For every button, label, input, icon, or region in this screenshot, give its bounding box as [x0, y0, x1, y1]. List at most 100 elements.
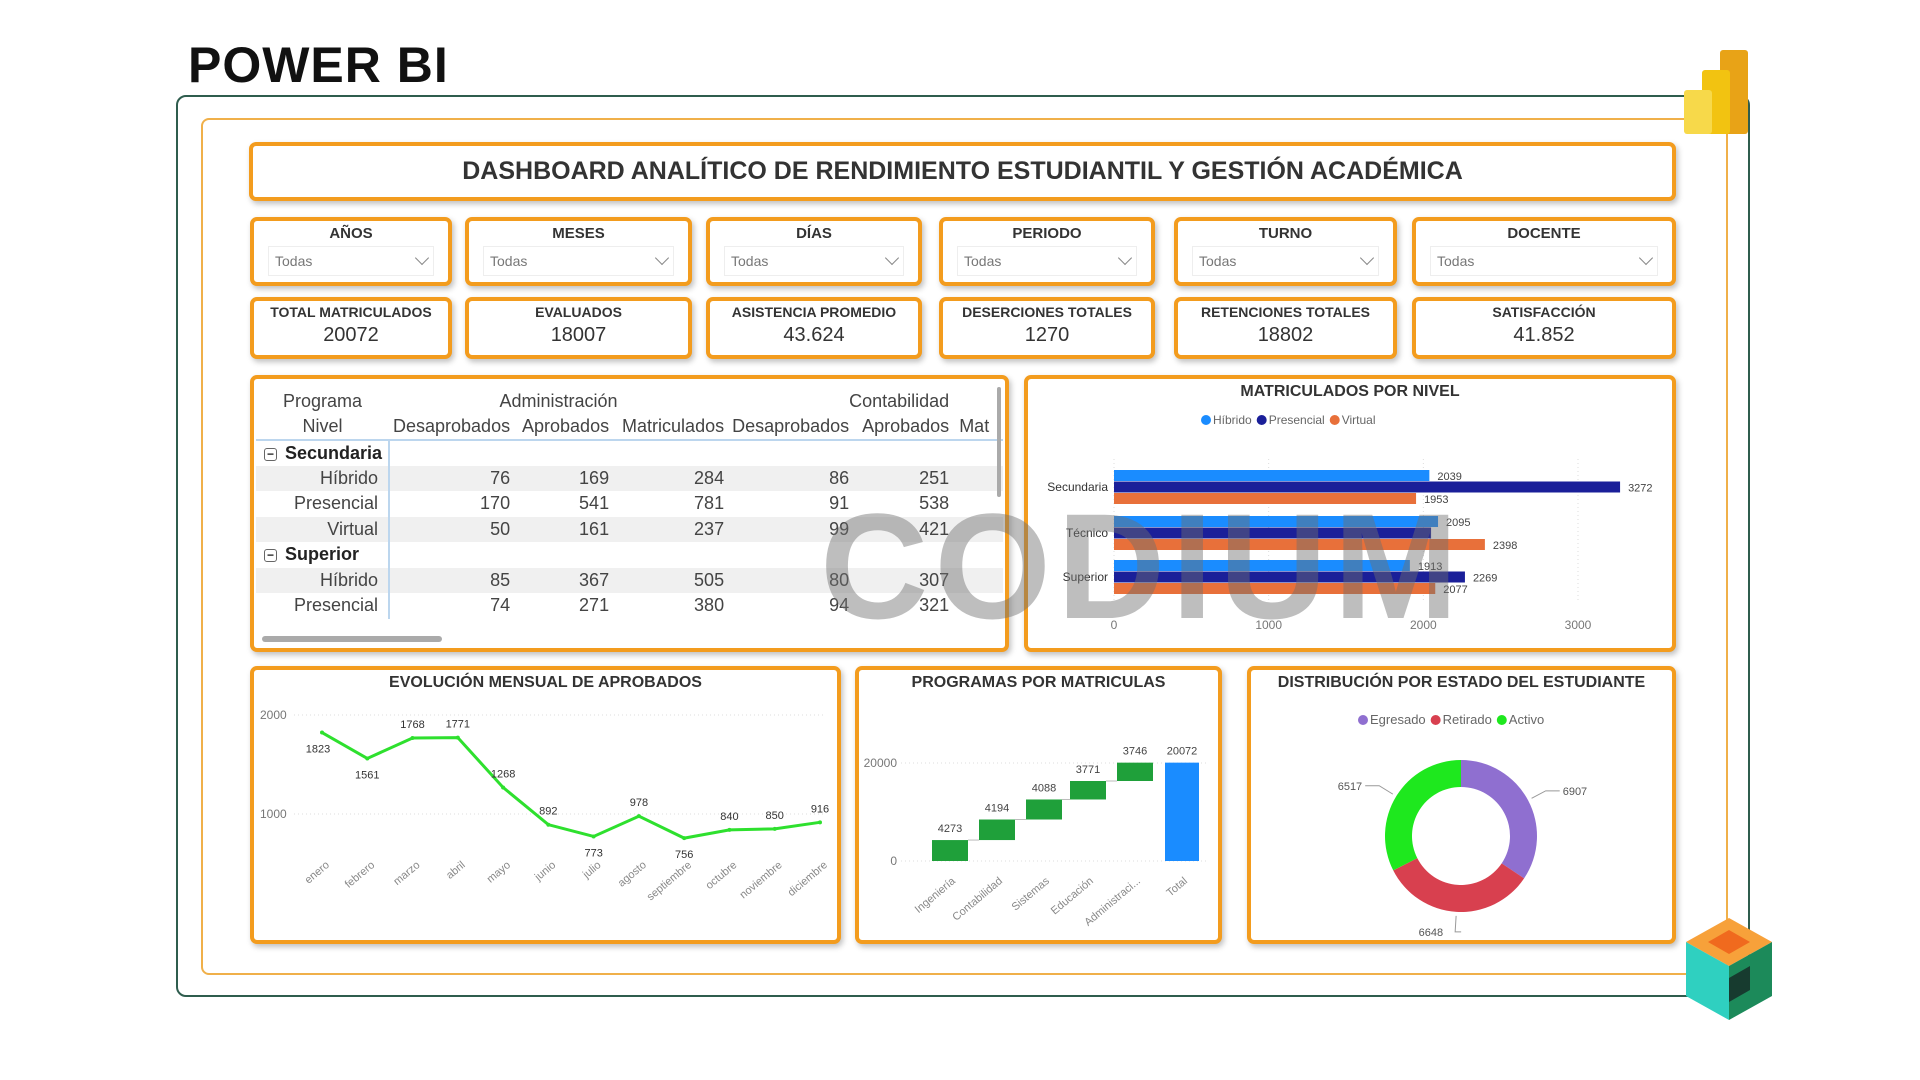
data-point[interactable]	[320, 730, 324, 735]
y-tick-label: 20000	[864, 756, 898, 770]
bar[interactable]	[1114, 539, 1485, 550]
table-cell: 76	[389, 465, 515, 491]
column-header[interactable]: Aprobados	[522, 416, 610, 437]
kpi-value: 18802	[1257, 324, 1314, 346]
x-tick-label: 0	[1111, 618, 1118, 632]
bar[interactable]	[1114, 516, 1439, 527]
slicer-value: Todas	[964, 253, 1002, 269]
legend-label: Activo	[1509, 712, 1544, 727]
table-cell: 505	[613, 567, 729, 593]
vertical-scrollbar[interactable]	[997, 387, 1001, 497]
program-header[interactable]: Administración	[499, 391, 618, 412]
waterfall-bar[interactable]	[1117, 762, 1153, 782]
data-point[interactable]	[455, 735, 460, 740]
column-header[interactable]: Mat	[959, 416, 990, 437]
data-label: 6907	[1563, 786, 1587, 798]
data-point[interactable]	[546, 822, 551, 827]
header-programa: Programa	[282, 391, 363, 412]
waterfall-bar[interactable]	[979, 819, 1015, 841]
powerbi-logo-icon	[1684, 50, 1748, 134]
data-point[interactable]	[591, 834, 596, 839]
slicer-label: AÑOS	[329, 225, 373, 242]
legend-marker	[1358, 715, 1368, 725]
row-label: Híbrido	[256, 465, 390, 491]
slicer-dropdown[interactable]: Todas	[268, 246, 434, 276]
group-row[interactable]: −Secundaria	[256, 440, 1003, 466]
column-header[interactable]: Desaprobados	[393, 416, 511, 437]
data-point[interactable]	[772, 826, 777, 831]
program-header[interactable]: Contabilidad	[849, 391, 950, 412]
y-category-label: Técnico	[1066, 526, 1108, 540]
slicer-dropdown[interactable]: Todas	[957, 246, 1137, 276]
data-label: 892	[539, 806, 557, 818]
data-label: 978	[630, 797, 648, 809]
row-label: Virtual	[256, 516, 390, 542]
slicer-value: Todas	[1199, 253, 1237, 269]
x-tick-label: diciembre	[786, 859, 830, 899]
data-point[interactable]	[365, 756, 370, 761]
bar[interactable]	[1114, 560, 1410, 571]
bar[interactable]	[1114, 571, 1465, 583]
data-label: 3272	[1628, 483, 1652, 495]
total-bar[interactable]	[1165, 762, 1199, 861]
chart-title: DISTRIBUCIÓN POR ESTADO DEL ESTUDIANTE	[1277, 674, 1646, 691]
data-label: 4194	[985, 803, 1009, 815]
collapse-icon[interactable]: −	[264, 549, 277, 562]
kpi-value: 20072	[323, 324, 379, 346]
column-header[interactable]: Desaprobados	[732, 416, 850, 437]
data-point[interactable]	[636, 814, 641, 819]
slicer-value: Todas	[490, 253, 528, 269]
bar[interactable]	[1114, 481, 1621, 493]
x-tick-label: Educación	[1049, 875, 1096, 917]
collapse-icon[interactable]: −	[264, 447, 277, 461]
column-header[interactable]: Matriculados	[622, 416, 725, 437]
leader-line	[1531, 790, 1560, 799]
bar[interactable]	[1114, 470, 1430, 481]
table-cell: 251	[853, 465, 954, 491]
data-label: 4273	[938, 823, 962, 835]
legend-label: Retirado	[1443, 712, 1492, 727]
slicer-dropdown[interactable]: Todas	[724, 246, 904, 276]
bar[interactable]	[1114, 583, 1436, 594]
slicer-dropdown[interactable]: Todas	[1430, 246, 1658, 276]
slicer-value: Todas	[1437, 253, 1475, 269]
data-label: 1771	[446, 719, 470, 731]
data-point[interactable]	[501, 785, 506, 790]
table-cell: 781	[694, 493, 725, 514]
line-series[interactable]	[321, 731, 821, 840]
chevron-down-icon	[1359, 250, 1375, 266]
x-tick-label: Ingeniería	[913, 875, 959, 916]
group-row[interactable]: −Superior	[256, 542, 1003, 568]
donut-slice[interactable]	[1393, 858, 1525, 912]
group-label: Secundaria	[285, 442, 383, 463]
x-tick-label: abril	[444, 859, 468, 882]
y-category-label: Superior	[1063, 570, 1108, 584]
data-point[interactable]	[410, 735, 415, 740]
data-point[interactable]	[727, 827, 732, 832]
column-header[interactable]: Aprobados	[862, 416, 950, 437]
data-point[interactable]	[682, 836, 687, 841]
waterfall-bar[interactable]	[932, 840, 968, 861]
bar[interactable]	[1114, 527, 1432, 539]
table-cell: 321	[919, 595, 950, 616]
slicer-dropdown[interactable]: Todas	[1192, 246, 1379, 276]
bar[interactable]	[1114, 493, 1417, 504]
waterfall-bar[interactable]	[1026, 799, 1062, 820]
x-tick-label: Total	[1164, 875, 1190, 899]
cube-logo-icon	[1686, 918, 1772, 1020]
data-label: 1953	[1424, 494, 1448, 506]
outer-frame	[176, 95, 1750, 997]
waterfall-bar[interactable]	[1070, 781, 1106, 800]
donut-slice[interactable]	[1385, 760, 1461, 871]
horizontal-scrollbar[interactable]	[262, 636, 442, 642]
data-point[interactable]	[818, 820, 822, 825]
kpi-value: 1270	[1024, 324, 1070, 346]
slicer-dropdown[interactable]: Todas	[483, 246, 674, 276]
donut-slice[interactable]	[1461, 760, 1537, 879]
